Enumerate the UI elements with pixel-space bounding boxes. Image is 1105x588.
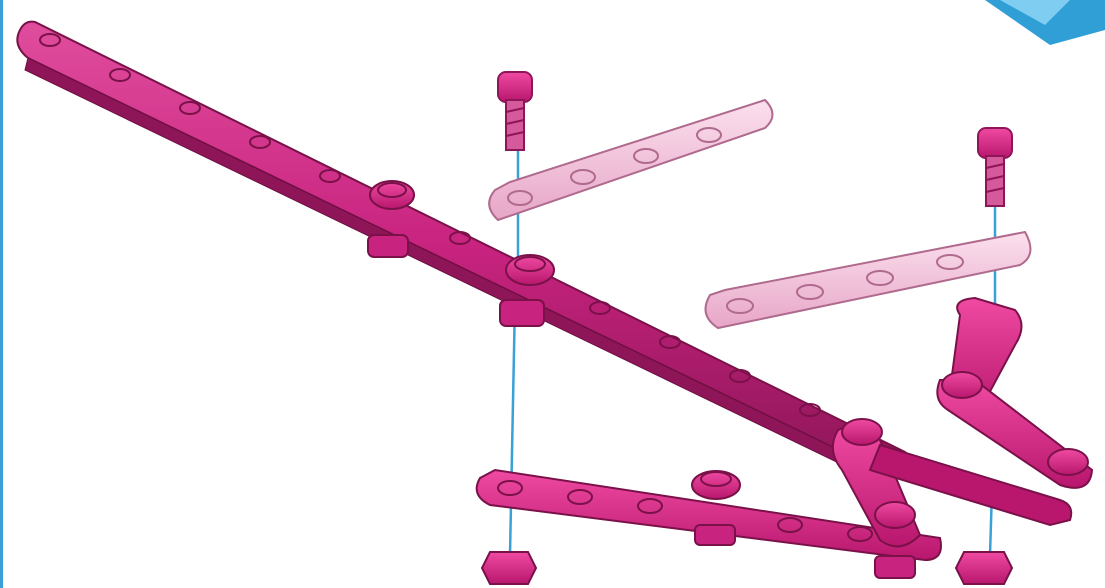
nut-right — [956, 552, 1012, 584]
nut-left — [482, 552, 536, 584]
light-strip-top — [489, 100, 772, 220]
corner-arrow-icon — [985, 0, 1105, 45]
long-strip — [17, 22, 905, 482]
nut-crank-bottom — [875, 556, 915, 578]
bolt-bottom-center — [692, 471, 740, 499]
crank-piece-right — [937, 298, 1092, 488]
screw-right — [978, 128, 1012, 206]
screw-left — [498, 72, 532, 150]
nut-bottom-center — [695, 525, 735, 545]
